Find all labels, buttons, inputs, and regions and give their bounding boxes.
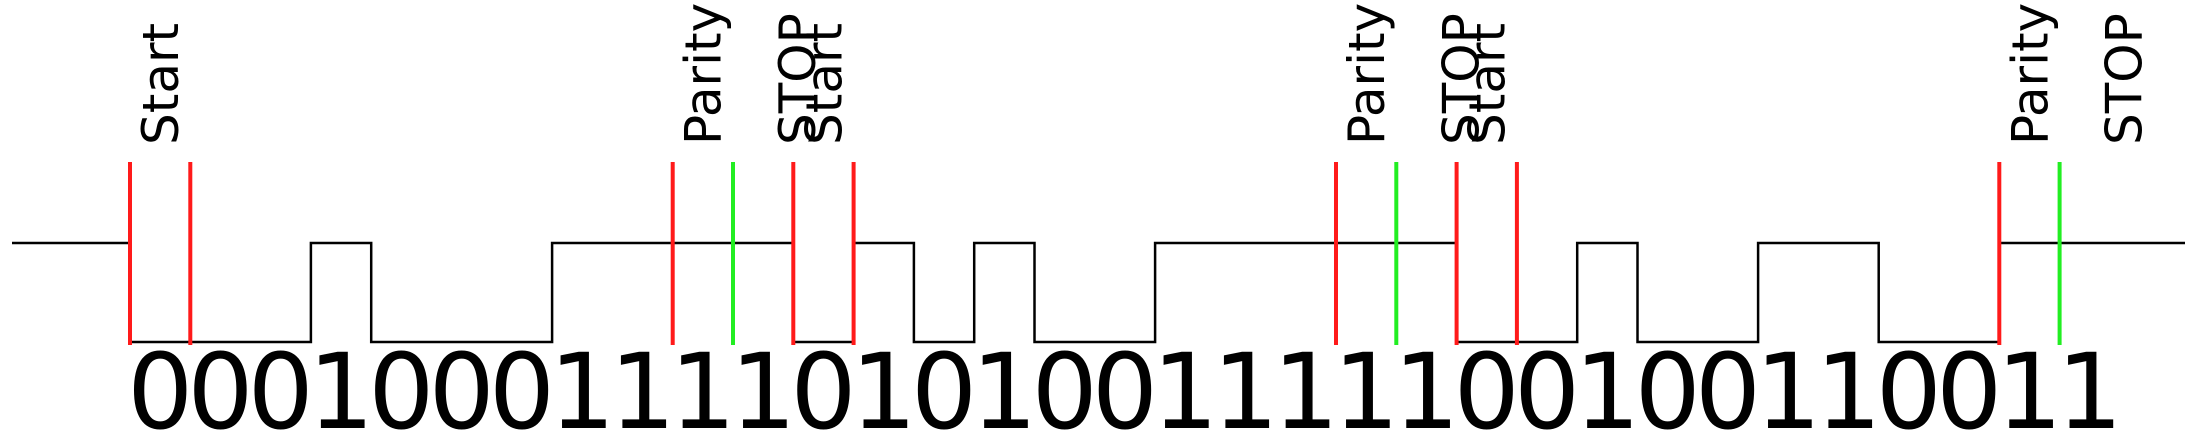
bit-value: 1	[1273, 331, 1339, 445]
bit-value: 1	[971, 331, 1037, 445]
bit-value: 1	[851, 331, 917, 445]
bit-value: 1	[1996, 331, 2062, 445]
parity-label: Parity	[2001, 3, 2059, 145]
bit-value: 0	[911, 331, 977, 445]
bit-value: 0	[429, 331, 495, 445]
bit-value: 0	[489, 331, 555, 445]
stop-label: STOP	[1432, 13, 1490, 145]
bit-value: 1	[1393, 331, 1459, 445]
start-label: Start	[1459, 23, 1517, 145]
start-label: Start	[132, 23, 190, 145]
bit-value: 1	[2057, 331, 2123, 445]
bit-value: 0	[368, 331, 434, 445]
bit-value: 0	[1092, 331, 1158, 445]
bit-value: 1	[609, 331, 675, 445]
bit-value: 0	[127, 331, 193, 445]
bit-value: 1	[1333, 331, 1399, 445]
start-label: Start	[795, 23, 853, 145]
stop-label: STOP	[769, 13, 827, 145]
bit-value: 1	[1755, 331, 1821, 445]
bit-value: 0	[1032, 331, 1098, 445]
bit-value: 0	[1876, 331, 1942, 445]
bit-value: 1	[1212, 331, 1278, 445]
frame-markers	[128, 162, 2062, 345]
bit-value: 0	[1454, 331, 1520, 445]
stop-label: STOP	[2096, 13, 2154, 145]
bit-value: 1	[1574, 331, 1640, 445]
bit-value: 1	[1152, 331, 1218, 445]
bit-value: 1	[308, 331, 374, 445]
bit-value: 0	[790, 331, 856, 445]
bit-value: 1	[1815, 331, 1881, 445]
bit-value: 1	[549, 331, 615, 445]
parity-label: Parity	[675, 3, 733, 145]
bit-value: 1	[670, 331, 736, 445]
signal-waveform	[12, 241, 2185, 344]
bit-value: 0	[1514, 331, 1580, 445]
bit-value: 0	[187, 331, 253, 445]
bit-value: 0	[1635, 331, 1701, 445]
bit-value: 1	[730, 331, 796, 445]
parity-label: Parity	[1338, 3, 1396, 145]
bit-value: 0	[1695, 331, 1761, 445]
bit-value: 0	[1936, 331, 2002, 445]
bit-value: 0	[248, 331, 314, 445]
